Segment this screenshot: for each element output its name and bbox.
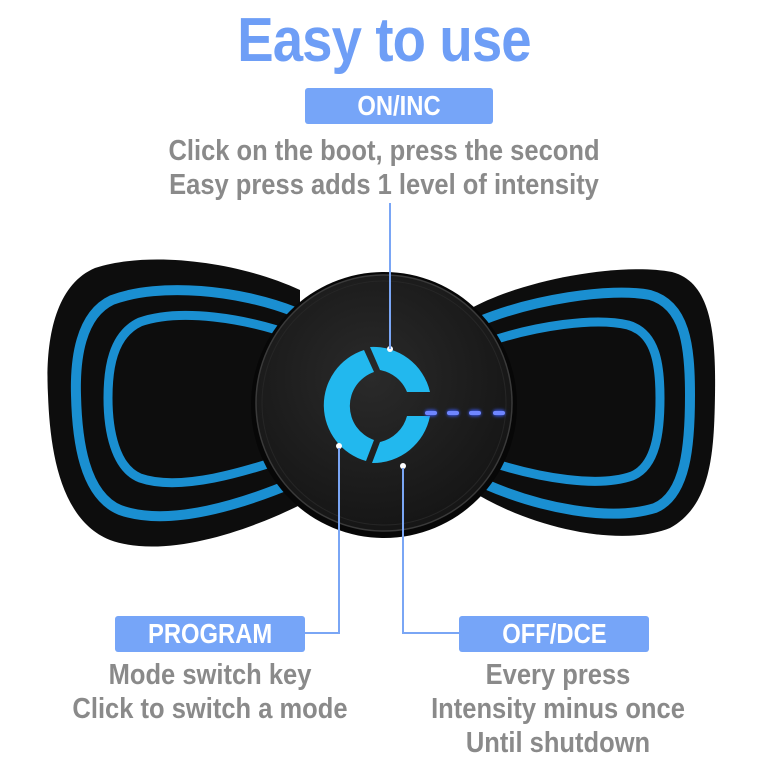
off-dce-line-2: Intensity minus once [431, 693, 685, 725]
program-line-1: Mode switch key [108, 659, 312, 691]
off-dce-description: Every press Intensity minus once Until s… [398, 658, 718, 760]
off-dce-connector-line-horizontal [402, 632, 460, 634]
on-inc-badge: ON/INC [305, 88, 493, 124]
on-inc-connector-line [389, 203, 391, 349]
off-dce-line-3: Until shutdown [465, 727, 651, 759]
off-dce-line-1: Every press [485, 659, 631, 691]
program-connector-line-horizontal [304, 632, 340, 634]
program-description: Mode switch key Click to switch a mode [40, 658, 380, 726]
intensity-leds [425, 410, 505, 416]
c-shaped-buttons [323, 346, 430, 469]
on-inc-description: Click on the boot, press the second Easy… [84, 134, 684, 202]
control-pod [251, 272, 517, 538]
off-dce-label: OFF/DCE [501, 618, 607, 649]
off-dec-button-segment [372, 416, 430, 464]
program-button-segment [323, 350, 374, 461]
on-inc-label: ON/INC [357, 90, 441, 121]
right-wing-pad [468, 269, 716, 536]
left-wing-pad [47, 259, 301, 547]
on-inc-line-2: Easy press adds 1 level of intensity [169, 169, 599, 201]
on-inc-line-1: Click on the boot, press the second [168, 135, 600, 167]
program-label: PROGRAM [147, 618, 273, 649]
program-badge: PROGRAM [115, 616, 305, 652]
on-inc-button-segment [370, 346, 430, 392]
page-title: Easy to use [237, 6, 531, 75]
program-connector-line-vertical [338, 448, 340, 634]
off-dce-badge: OFF/DCE [459, 616, 649, 652]
off-dce-connector-line-vertical [402, 468, 404, 634]
program-line-2: Click to switch a mode [72, 693, 348, 725]
